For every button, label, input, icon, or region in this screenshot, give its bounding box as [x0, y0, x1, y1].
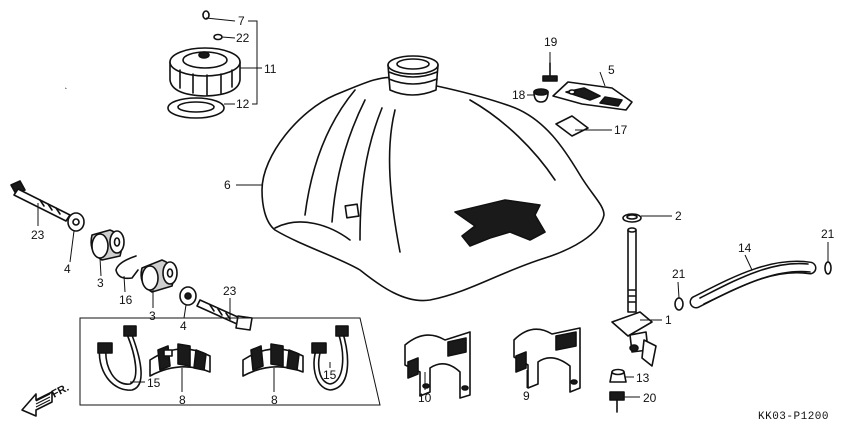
callout-14: 14: [738, 241, 752, 255]
callout-15-right: 15: [323, 368, 337, 382]
callout-16: 16: [119, 293, 133, 307]
band-15-right: [311, 325, 349, 391]
fuel-tank: [261, 55, 605, 302]
o-ring-22: [213, 33, 223, 41]
callout-6: 6: [224, 178, 231, 192]
callout-3-right: 3: [149, 309, 156, 323]
band-group-frame: [79, 317, 381, 406]
tube-clip-21-left: [674, 297, 684, 311]
front-direction-label: FR.: [50, 382, 71, 401]
band-15-left: [97, 325, 142, 391]
bolt-23-right: [196, 299, 253, 331]
bracket-5: [552, 81, 633, 111]
breather-tube: [64, 10, 210, 89]
fuel-valve: [611, 227, 657, 367]
callout-17: 17: [614, 123, 628, 137]
rubber-8-left: [149, 343, 211, 377]
holder-10: [404, 331, 471, 399]
callout-18: 18: [512, 88, 526, 102]
fuel-tube: [689, 260, 817, 309]
callout-15-left: 15: [147, 376, 161, 390]
fuel-fill-cap: [169, 47, 241, 97]
callout-19: 19: [544, 35, 558, 49]
callout-1: 1: [665, 313, 672, 327]
callout-2: 2: [675, 209, 682, 223]
grommet-18: [533, 88, 549, 103]
callout-23-right: 23: [223, 284, 237, 298]
cap-gasket: [167, 97, 225, 119]
callout-8-right: 8: [271, 393, 278, 407]
washer-4-right: [179, 286, 197, 306]
nut-13: [609, 368, 627, 383]
diagram-code: KK03-P1200: [758, 411, 829, 423]
clip-16: [115, 255, 139, 280]
callout-5: 5: [608, 63, 615, 77]
cushion-3-left: [90, 229, 125, 261]
callout-3-left: 3: [97, 276, 104, 290]
callout-20: 20: [643, 391, 657, 405]
bolt-20: [609, 391, 625, 413]
callout-21-left: 21: [672, 267, 686, 281]
holder-9: [513, 327, 581, 393]
callout-9: 9: [523, 389, 530, 403]
callout-4-right: 4: [180, 319, 187, 333]
callout-12: 12: [236, 97, 250, 111]
tube-clip-21-right: [824, 261, 832, 275]
pad-17: [555, 115, 589, 137]
callout-23-left: 23: [31, 228, 45, 242]
rubber-8-right: [242, 343, 304, 377]
callout-22: 22: [236, 31, 250, 45]
callout-13: 13: [636, 371, 650, 385]
bolt-23-left: [10, 180, 71, 222]
bolt-19: [542, 62, 558, 82]
callout-10: 10: [418, 391, 432, 405]
front-direction-arrow: FR.: [21, 382, 71, 417]
callout-7: 7: [238, 14, 245, 28]
cushion-3-right: [140, 259, 178, 293]
leader-lines: [37, 17, 829, 398]
callout-8-left: 8: [179, 393, 186, 407]
callout-4-left: 4: [64, 262, 71, 276]
washer-2: [622, 213, 642, 223]
callout-21-right: 21: [821, 227, 835, 241]
callout-11: 11: [264, 62, 277, 76]
callout-labels: 7 22 11 12 19 5 18 17 6 2 14 21 21 1 13 …: [31, 14, 835, 407]
washer-4-left: [67, 212, 85, 232]
